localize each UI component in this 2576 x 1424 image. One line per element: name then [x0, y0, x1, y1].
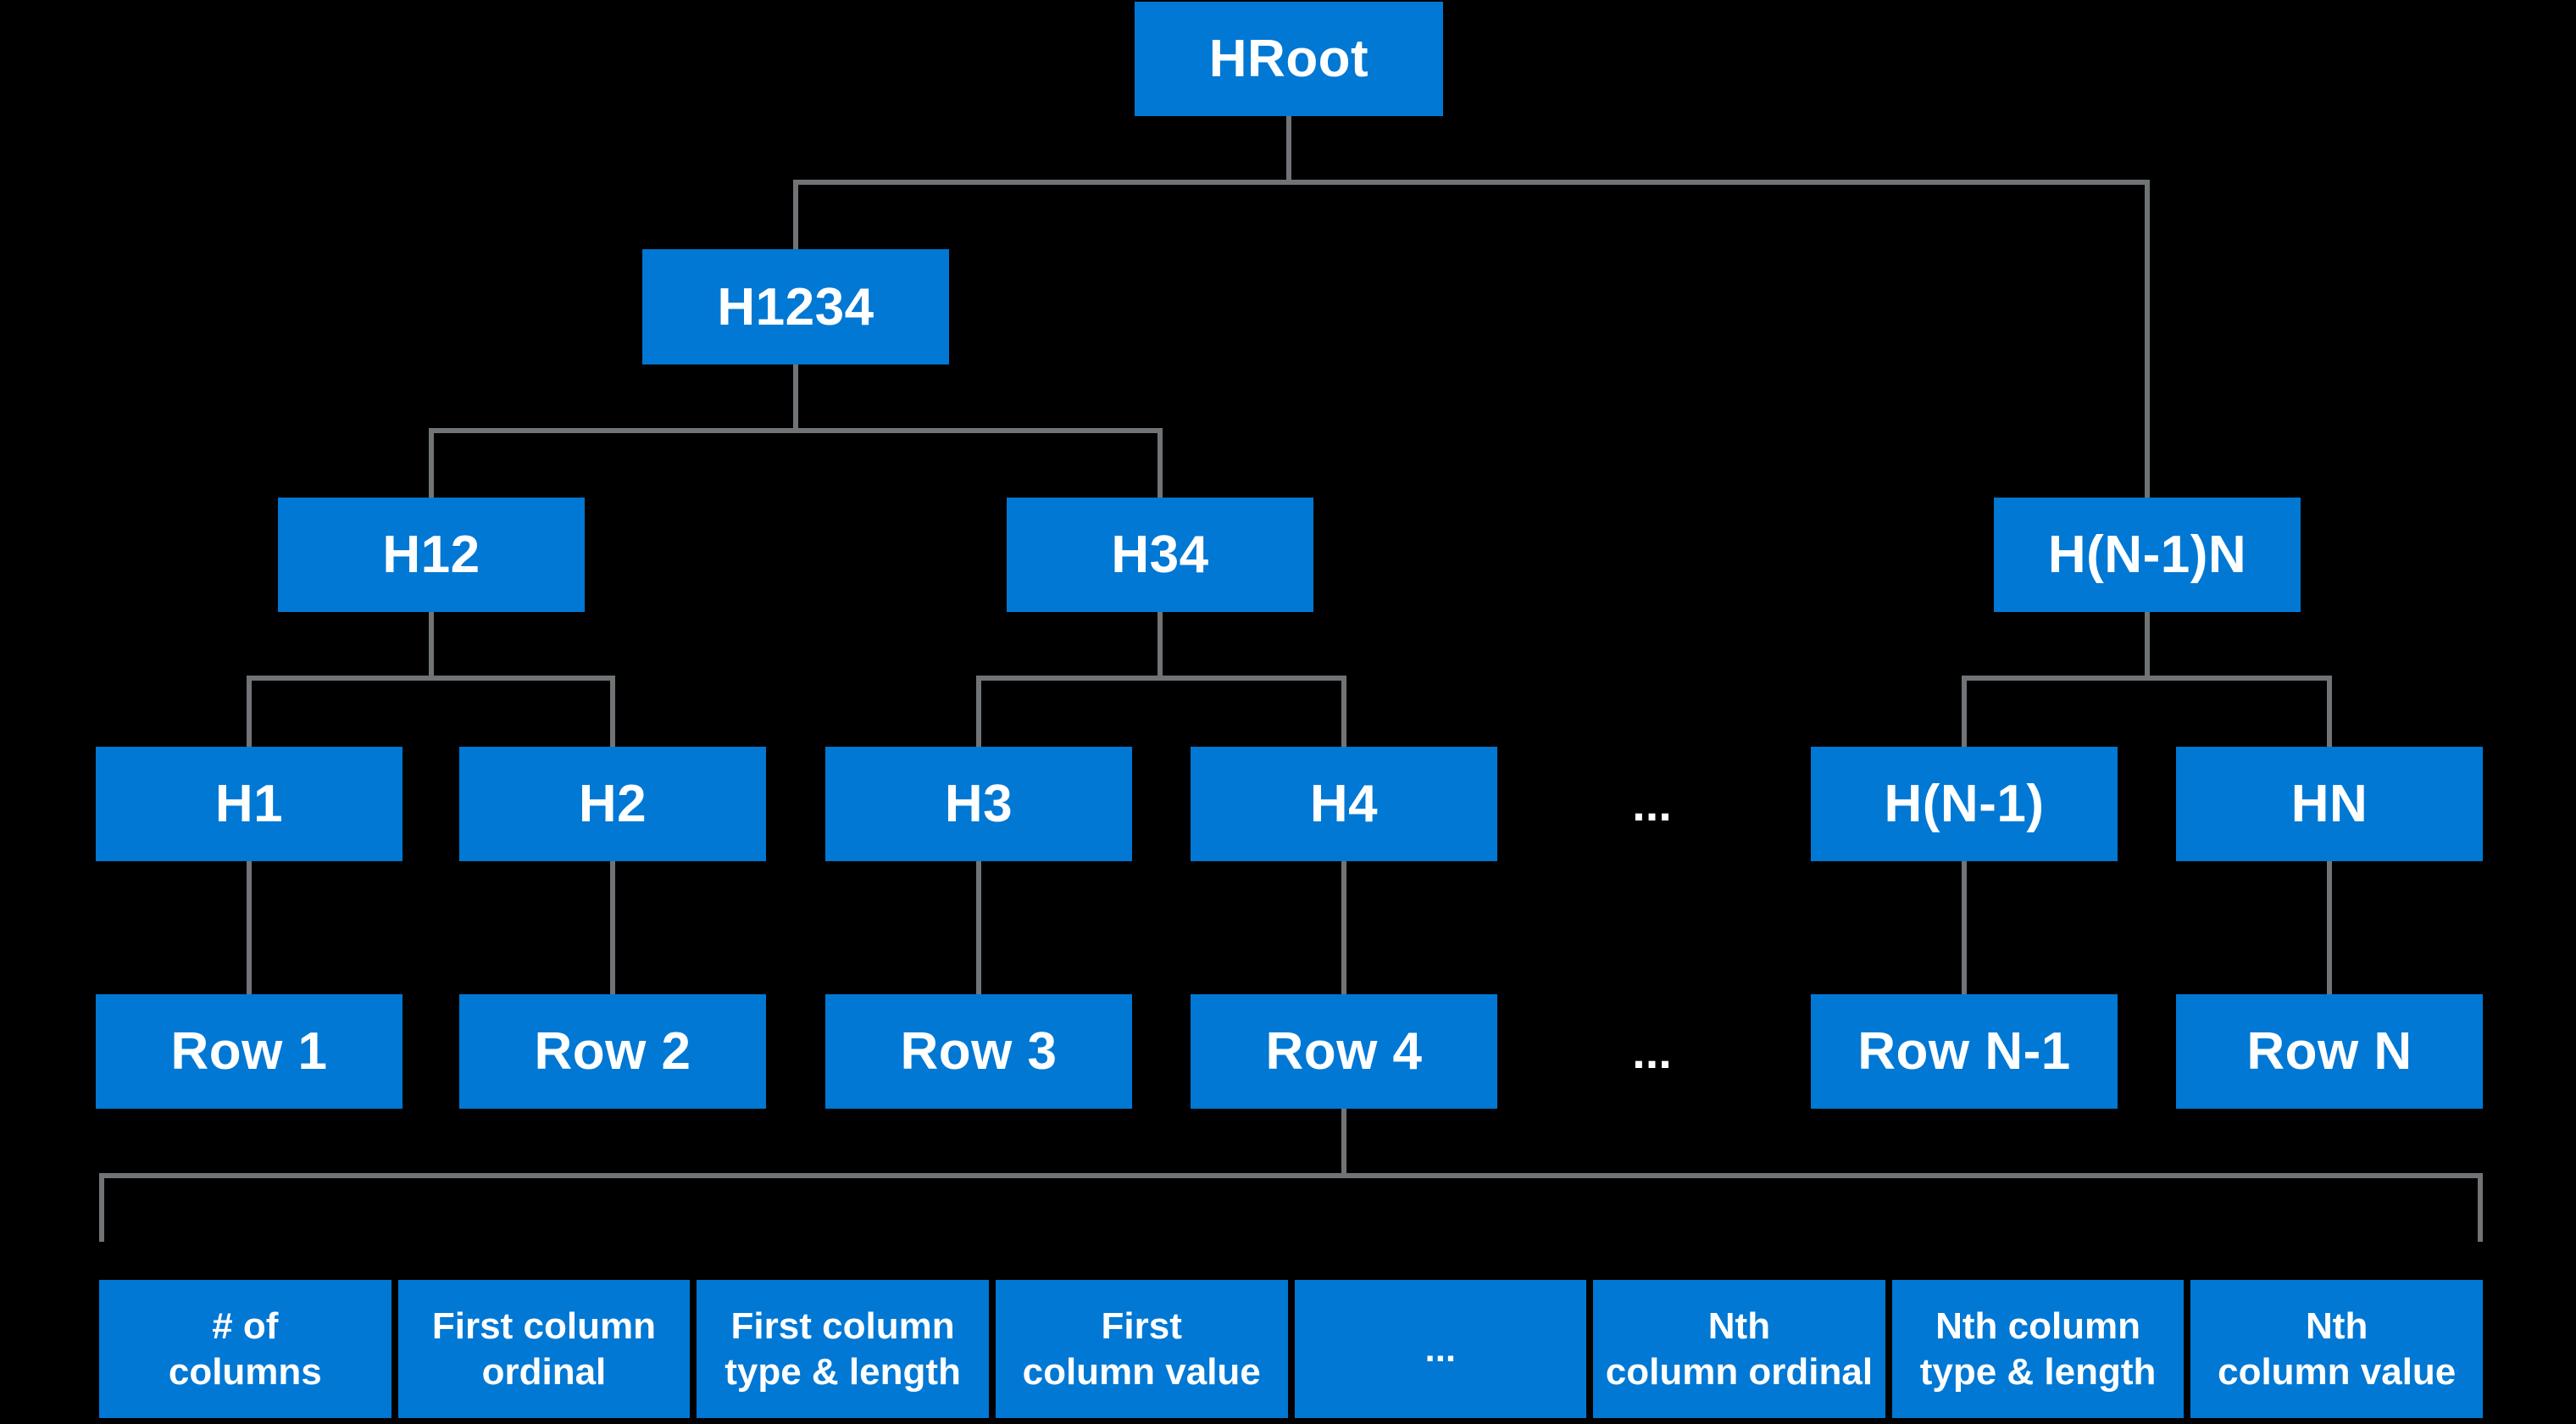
- record-cell-nth-column-ordinal: Nth column ordinal: [1593, 1280, 1885, 1418]
- record-layout-strip: # of columns First column ordinal First …: [99, 1280, 2483, 1418]
- node-rown1: Row N-1: [1811, 994, 2118, 1109]
- connector-record-bracket: [99, 1173, 2483, 1242]
- node-row3: Row 3: [825, 994, 1132, 1109]
- node-h4: H4: [1191, 747, 1497, 861]
- ellipsis-header-level: ...: [1632, 777, 1672, 831]
- node-h12: H12: [278, 498, 585, 612]
- node-row1: Row 1: [96, 994, 402, 1109]
- record-cell-first-column-value: First column value: [995, 1280, 1288, 1418]
- node-h3: H3: [825, 747, 1132, 861]
- connector-root-bracket: [793, 180, 2150, 498]
- node-h2: H2: [459, 747, 766, 861]
- record-cell-nth-column-value: Nth column value: [2190, 1280, 2483, 1418]
- node-h1: H1: [96, 747, 402, 861]
- node-hn1: H(N-1): [1811, 747, 2118, 861]
- node-hroot: HRoot: [1135, 2, 1443, 116]
- record-cell-first-column-ordinal: First column ordinal: [397, 1280, 691, 1418]
- node-rown: Row N: [2176, 994, 2483, 1109]
- node-h1234: H1234: [642, 249, 949, 364]
- connector-h1234-bracket: [429, 428, 1163, 498]
- node-hn1n: H(N-1)N: [1994, 498, 2301, 612]
- node-h34: H34: [1007, 498, 1313, 612]
- node-row2: Row 2: [459, 994, 766, 1109]
- connector-hn1n-bracket: [1962, 676, 2332, 747]
- connector-h12-bracket: [247, 676, 615, 747]
- ellipsis-row-level: ...: [1632, 1025, 1672, 1078]
- node-row4: Row 4: [1191, 994, 1497, 1109]
- record-cell-num-columns: # of columns: [99, 1280, 391, 1418]
- connector-h34-bracket: [976, 676, 1346, 747]
- record-cell-nth-column-type-length: Nth column type & length: [1891, 1280, 2185, 1418]
- node-hn: HN: [2176, 747, 2483, 861]
- record-cell-first-column-type-length: First column type & length: [697, 1280, 989, 1418]
- record-cell-ellipsis: ...: [1294, 1280, 1587, 1418]
